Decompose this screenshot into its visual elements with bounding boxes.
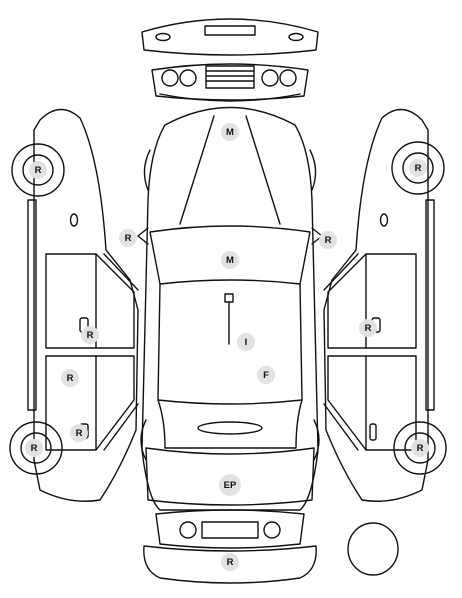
trunk-badge[interactable]: EP [219, 474, 241, 496]
badge-circle [409, 159, 427, 177]
badge-label: I [245, 337, 248, 348]
interior-badge[interactable]: I [237, 333, 255, 351]
right-mirror-badge[interactable]: R [319, 231, 337, 249]
front-bumper-part[interactable] [141, 18, 319, 56]
badge-label: R [87, 330, 94, 341]
badge-label: F [263, 370, 269, 381]
badge-circle [319, 231, 337, 249]
left-mirror-badge[interactable]: R [119, 229, 137, 247]
badge-label: R [31, 443, 38, 454]
badge-label: R [417, 443, 424, 454]
badge-circle [81, 326, 99, 344]
windshield-badge[interactable]: M [221, 251, 239, 269]
badge-circle [411, 439, 429, 457]
badge-circle [119, 229, 137, 247]
left-rear-door-badge[interactable]: R [61, 369, 79, 387]
badge-circle [219, 474, 241, 496]
badge-circle [221, 553, 239, 571]
badge-label: R [365, 323, 372, 334]
badge-label: R [325, 235, 332, 246]
hood-badge[interactable]: M [221, 123, 239, 141]
left-front-wheel-badge[interactable]: R [29, 161, 47, 179]
badge-circle [70, 424, 88, 442]
left-rear-door-handle-badge[interactable]: R [70, 424, 88, 442]
badge-label: M [226, 127, 234, 138]
badge-label: R [76, 428, 83, 439]
badge-label: EP [224, 480, 237, 491]
badge-circle [29, 161, 47, 179]
right-front-door-handle-badge[interactable]: R [359, 319, 377, 337]
badge-circle [61, 369, 79, 387]
left-rear-wheel-badge[interactable]: R [25, 439, 43, 457]
car-body-top[interactable] [137, 106, 323, 511]
right-front-wheel-badge[interactable]: R [409, 159, 427, 177]
badge-circle [257, 366, 275, 384]
spare-wheel-part[interactable] [347, 522, 399, 576]
rear-lights-part[interactable] [155, 509, 305, 549]
badge-circle [237, 333, 255, 351]
badge-circle [221, 123, 239, 141]
rear-bumper-badge[interactable]: R [221, 553, 239, 571]
badge-label: R [67, 373, 74, 384]
rear-bumper-part[interactable] [143, 545, 317, 584]
interior-mirror-part[interactable] [224, 293, 234, 345]
badge-label: R [35, 165, 42, 176]
right-side-part[interactable] [323, 108, 447, 502]
left-side-part[interactable] [9, 108, 139, 502]
right-rear-wheel-badge[interactable]: R [411, 439, 429, 457]
badge-label: R [125, 233, 132, 244]
front-grille-part[interactable] [151, 63, 309, 102]
badge-circle [25, 439, 43, 457]
badge-label: R [415, 163, 422, 174]
floor-badge[interactable]: F [257, 366, 275, 384]
badge-circle [359, 319, 377, 337]
left-front-door-handle-badge[interactable]: R [81, 326, 99, 344]
badge-circle [221, 251, 239, 269]
badge-label: R [227, 557, 234, 568]
badge-label: M [226, 255, 234, 266]
damage-badges: M R R M I F EP R R R R R R R R R [25, 123, 429, 571]
